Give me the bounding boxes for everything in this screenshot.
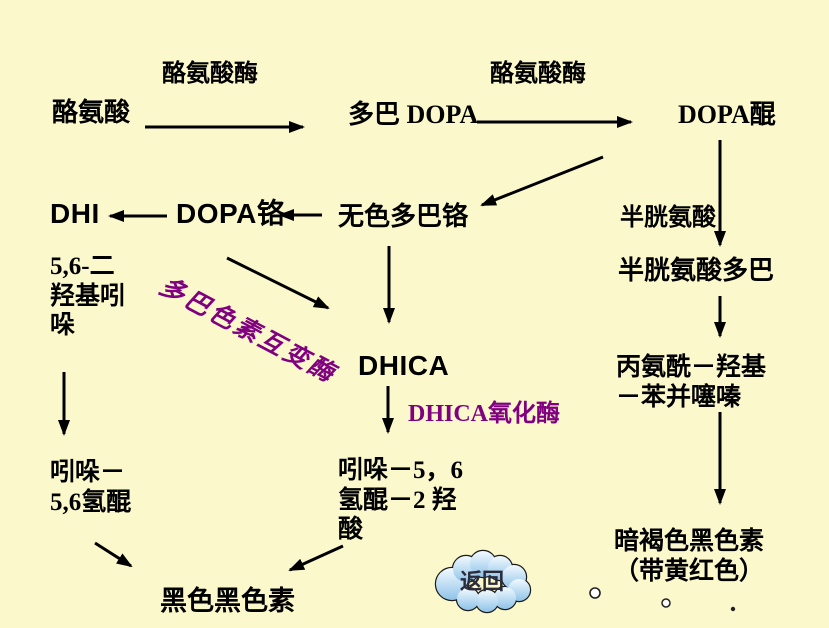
return-button[interactable]: 返回 (459, 569, 504, 594)
node-leuco-dopachrome: 无色多巴铬 (338, 202, 469, 231)
node-carboxylic-line1: 吲哚－5，6 (338, 457, 464, 484)
node-benzothiazine-line2: －苯并噻嗪 (616, 383, 742, 411)
node-dark-brown-melanin: 暗褐色黑色素 （带黄红色） (614, 527, 764, 586)
node-dhica: DHICA (358, 350, 450, 381)
node-indole-56-quinone-carboxylic: 吲哚－5，6 氢醌－2 羟 酸 (338, 456, 463, 545)
arrow-dopachrome-to-dhica (226, 256, 330, 310)
node-dopachrome: DOPA铬 (176, 198, 286, 229)
return-cloud-shape[interactable] (434, 549, 532, 614)
arrow-carboxylic-to-blackmelanin (288, 544, 344, 572)
node-dhi: DHI (50, 198, 100, 229)
node-cysteinyl-dopa: 半胱氨酸多巴 (618, 256, 775, 285)
enzyme-label-dhica-oxidase: DHICA氧化酶 (408, 401, 561, 427)
enzyme-label-dopachrome-tautomerase: 多巴色素互变酶 (154, 272, 341, 389)
node-black-melanin: 黑色黑色素 (160, 586, 295, 616)
node-indole-56-quinone-line1: 吲哚－ (50, 459, 126, 486)
enzyme-label-tyrosinase-1: 酪氨酸酶 (162, 61, 258, 87)
node-dark-brown-melanin-line1: 暗褐色黑色素 (614, 528, 765, 555)
node-tyrosine: 酪氨酸 (52, 98, 131, 127)
node-indole-56-quinone: 吲哚－ 5,6氢醌 (50, 458, 131, 517)
node-carboxylic-line3: 酸 (338, 516, 364, 543)
node-dihydroxyindole-line1: 5,6-二 (50, 253, 115, 280)
node-alanyl-hydroxy-benzothiazine: 丙氨酰－羟基 －苯并噻嗪 (616, 353, 766, 412)
node-dopa-quinone: DOPA醌 (678, 100, 776, 129)
node-benzothiazine-line1: 丙氨酰－羟基 (616, 354, 767, 381)
node-carboxylic-line2: 氢醌－2 羟 (338, 486, 457, 514)
node-dark-brown-melanin-line2: （带黄红色） (614, 557, 765, 585)
label-cysteine: 半胱氨酸 (620, 205, 716, 231)
node-indole-56-quinone-line2: 5,6氢醌 (50, 488, 132, 516)
decorative-bubbles (589, 587, 736, 612)
node-dihydroxyindole: 5,6-二 羟基吲 哚 (50, 252, 125, 341)
node-dihydroxyindole-line2: 羟基吲 (50, 282, 126, 310)
arrow-indolequinone-to-blackmelanin (94, 541, 133, 568)
node-dopa: 多巴 DOPA (348, 100, 479, 129)
node-dihydroxyindole-line3: 哚 (50, 312, 76, 339)
enzyme-label-tyrosinase-2: 酪氨酸酶 (490, 61, 586, 87)
arrow-dopaquinone-to-leucodopachrome (480, 155, 604, 207)
